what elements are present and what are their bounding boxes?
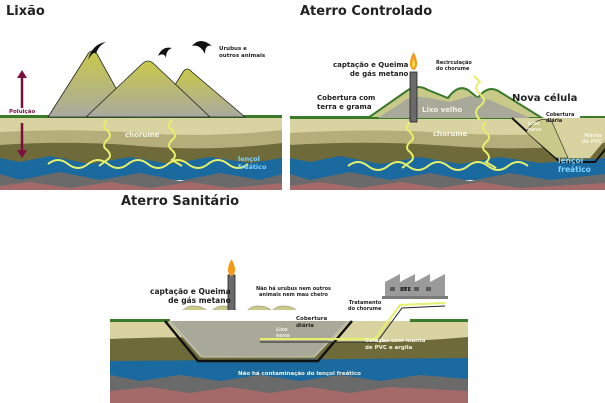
water-flow — [347, 161, 529, 171]
clay-layer — [0, 182, 282, 190]
cover-label: Cobertura com terra e grama — [317, 94, 376, 111]
new-waste-label: Lixo novo — [528, 121, 542, 133]
new-waste-label: Lixo novo — [276, 327, 290, 339]
pvc-label: Manta de PVC — [582, 133, 602, 145]
controlado-title: Aterro Controlado — [300, 4, 433, 19]
methane-pipe — [409, 71, 418, 123]
animals-label: Urubus e outros animais — [219, 46, 266, 59]
leachate-flow — [98, 119, 111, 167]
sanitario-diagram — [110, 319, 468, 403]
leachate-flow — [401, 121, 414, 169]
waste-cell — [212, 305, 237, 310]
pollution-label: Poluição — [9, 109, 36, 115]
flame-icon — [227, 260, 236, 276]
new-cell-label: Nova célula — [512, 93, 578, 104]
daily-cover-label: Cobertura diária — [296, 316, 328, 329]
vulture-icon — [158, 47, 172, 58]
sanitario-title: Aterro Sanitário — [121, 194, 240, 209]
liner — [164, 320, 353, 363]
water-table-label: lençol freático — [558, 156, 591, 174]
sealing-label: Celação com manta de PVC e argila — [365, 338, 426, 351]
waste-cell — [247, 305, 272, 310]
lixao-diagram — [0, 41, 282, 190]
waste-cell — [272, 305, 297, 310]
recirculation-label: Recirculação do chorume — [436, 60, 472, 72]
water-table-label: lençol freático — [238, 155, 267, 171]
ete-building-icon — [385, 274, 445, 296]
waste-cell — [182, 305, 207, 310]
methane-label: captação e Queima de gás metano — [333, 61, 409, 78]
no-animals-label: Não há urubus nem outros animais nem mau… — [256, 286, 332, 298]
vulture-icon — [88, 42, 106, 60]
treatment-label: Tratamento do chorume — [348, 300, 382, 312]
lixao-title: Lixão — [6, 4, 45, 19]
sanitario-upper — [182, 260, 448, 310]
waste-pile-center — [84, 60, 212, 118]
leachate-flow — [168, 119, 183, 167]
leachate-pipe — [260, 302, 446, 343]
daily-cover-label: Cobertura diária — [546, 112, 575, 124]
no-contamination-label: Não há contaminação do lençol freático — [238, 371, 361, 377]
leachate-label: chorume — [125, 131, 160, 139]
old-waste-label: Lixo velho — [422, 106, 463, 114]
landfill-pit — [168, 321, 350, 357]
vulture-icon — [192, 41, 212, 54]
leachate-flow — [482, 121, 497, 169]
methane-label: captação e Queima de gás metano — [150, 287, 231, 305]
leachate-label: chorume — [433, 130, 468, 138]
controlado-diagram — [290, 52, 605, 190]
ete-label: ETE — [400, 287, 412, 293]
new-waste-pile — [525, 119, 569, 159]
recirculation-flow — [473, 75, 485, 121]
water-flow — [47, 159, 249, 169]
